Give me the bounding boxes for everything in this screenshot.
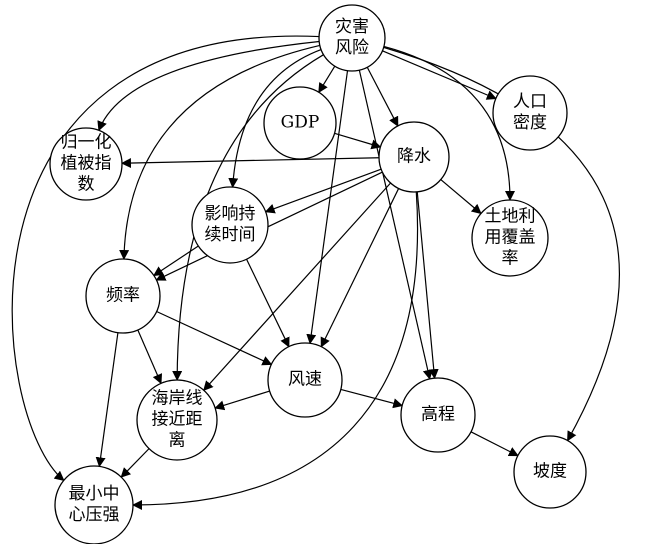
node-circle <box>267 342 343 418</box>
node-circle <box>400 377 476 453</box>
node-label-line: 植被指 <box>61 154 112 174</box>
node-frequency: 频率 <box>85 258 161 334</box>
node-circle <box>513 435 587 509</box>
node-label-line: 坡度 <box>533 462 567 482</box>
edge-precipitation-to-min-pressure <box>132 191 419 510</box>
edge-disaster-risk-to-gdp <box>318 65 336 94</box>
edge-disaster-risk-to-ndvi <box>97 40 320 132</box>
edge-precipitation-to-land-cover <box>440 179 482 215</box>
edge-precipitation-to-ndvi <box>120 157 380 169</box>
node-label-line: 降水 <box>397 147 431 167</box>
node-label-line: GDP <box>281 113 320 133</box>
node-circle <box>492 75 568 151</box>
edge-disaster-risk-to-duration <box>228 49 322 189</box>
edge-disaster-risk-to-coast-distance <box>172 54 324 381</box>
node-precipitation: 降水 <box>378 121 450 193</box>
edge-duration-to-wind-speed <box>246 258 290 348</box>
node-circle <box>471 199 549 277</box>
edge-gdp-to-precipitation <box>334 132 382 150</box>
node-label-line: 海岸线 <box>152 389 203 409</box>
node-label-line: 归一化 <box>61 133 112 153</box>
edge-frequency-to-wind-speed <box>156 310 273 366</box>
edge-elevation-to-slope <box>470 431 519 457</box>
edge-disaster-risk-to-elevation <box>358 70 433 380</box>
node-wind-speed: 风速 <box>267 342 343 418</box>
nodes-layer: 灾害风险GDP人口密度归一化植被指数降水影响持续时间土地利用覆盖率频率风速海岸线… <box>49 4 587 544</box>
edge-disaster-risk-to-min-pressure <box>11 35 320 481</box>
edge-disaster-risk-to-land-cover <box>383 45 515 201</box>
node-slope: 坡度 <box>513 435 587 509</box>
edge-frequency-to-min-pressure <box>95 332 119 468</box>
node-elevation: 高程 <box>400 377 476 453</box>
node-circle <box>85 258 161 334</box>
node-label-line: 续时间 <box>205 225 256 245</box>
node-circle <box>191 186 269 264</box>
node-label-line: 风险 <box>335 38 369 58</box>
edge-precipitation-to-wind-speed <box>320 188 400 348</box>
edge-precipitation-to-duration <box>264 168 382 214</box>
node-label-line: 灾害 <box>335 17 369 37</box>
node-label-line: 数 <box>78 175 95 195</box>
node-label-line: 接近距 <box>152 410 203 430</box>
edge-frequency-to-coast-distance <box>137 329 163 385</box>
node-circle <box>49 127 123 201</box>
node-label-line: 心压强 <box>69 505 120 525</box>
edge-wind-speed-to-elevation <box>340 388 404 409</box>
node-label-line: 离 <box>169 431 186 451</box>
edge-coast-distance-to-min-pressure <box>120 448 150 478</box>
edge-disaster-risk-to-wind-speed <box>306 70 349 345</box>
edge-precipitation-to-elevation <box>416 191 439 380</box>
node-label-line: 密度 <box>513 113 547 133</box>
node-circle <box>136 379 218 461</box>
edges-layer <box>11 35 621 510</box>
node-label-line: 人口 <box>513 92 547 112</box>
edge-precipitation-to-coast-distance <box>203 182 392 392</box>
edge-duration-to-frequency <box>152 245 199 277</box>
node-circle <box>54 465 134 544</box>
edge-disaster-risk-to-pop-density <box>382 50 497 100</box>
node-circle <box>263 86 337 160</box>
node-circle <box>318 4 386 72</box>
node-label-line: 频率 <box>106 286 140 306</box>
node-label-line: 最小中 <box>69 484 120 504</box>
edge-wind-speed-to-coast-distance <box>214 390 270 411</box>
edge-disaster-risk-to-precipitation <box>366 66 399 127</box>
edge-disaster-risk-to-slope <box>383 46 621 442</box>
node-label-line: 土地利 <box>485 207 536 227</box>
node-label-line: 高程 <box>421 405 455 425</box>
node-gdp: GDP <box>263 86 337 160</box>
edge-precipitation-to-frequency <box>155 171 383 281</box>
node-circle <box>378 121 450 193</box>
node-label-line: 影响持 <box>205 204 256 224</box>
node-label-line: 率 <box>502 249 519 269</box>
node-label-line: 风速 <box>288 370 322 390</box>
node-label-line: 用覆盖 <box>485 228 536 248</box>
edge-disaster-risk-to-frequency <box>119 44 320 261</box>
